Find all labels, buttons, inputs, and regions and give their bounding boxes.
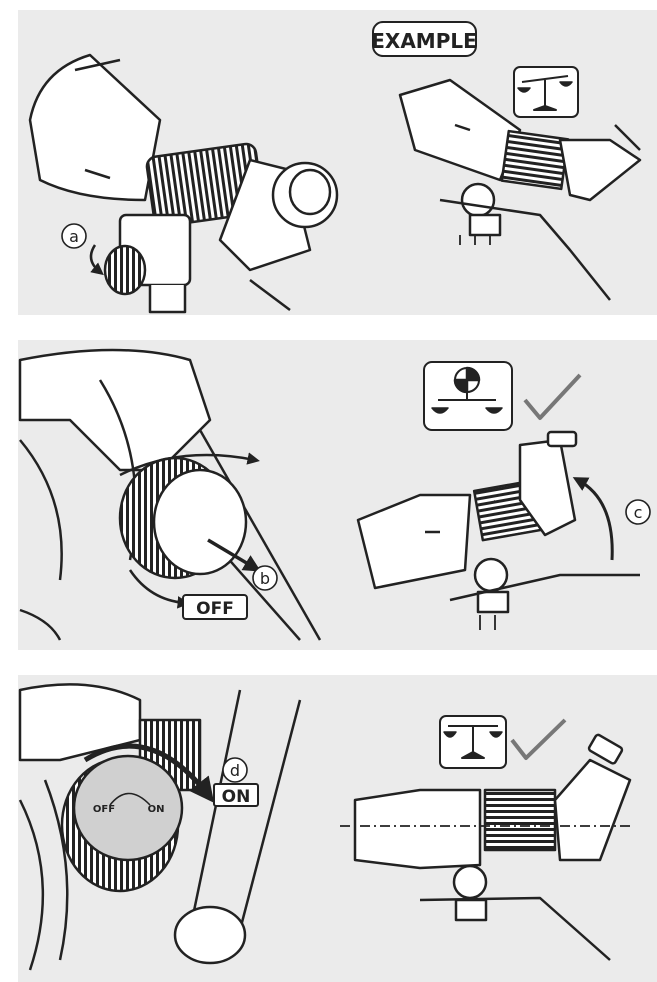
balance-scale-level-icon: [440, 716, 506, 768]
knob-off-text: OFF: [93, 804, 115, 815]
example-label: EXAMPLE: [371, 29, 477, 53]
step-b-label: b: [260, 569, 270, 588]
clamp-closeup-2: [20, 350, 320, 640]
step-d-label: d: [230, 761, 240, 780]
balance-with-center-of-gravity-icon: [424, 362, 512, 430]
knob-on-text: ON: [148, 804, 165, 815]
balance-scale-tilted-icon: [514, 67, 578, 117]
panel-2: [20, 350, 650, 640]
panel-1: [30, 22, 640, 312]
clamp-closeup-3: [20, 684, 300, 970]
on-label: ON: [222, 787, 251, 807]
scope-on-tripod-2: [358, 432, 640, 630]
panel-3: [20, 684, 630, 970]
check-mark-icon-2: [512, 720, 565, 758]
clamp-knob-1: [105, 215, 190, 312]
check-mark-icon: [525, 375, 580, 418]
off-label: OFF: [196, 599, 234, 619]
step-a-label: a: [69, 227, 79, 246]
step-c-label: c: [634, 503, 643, 522]
